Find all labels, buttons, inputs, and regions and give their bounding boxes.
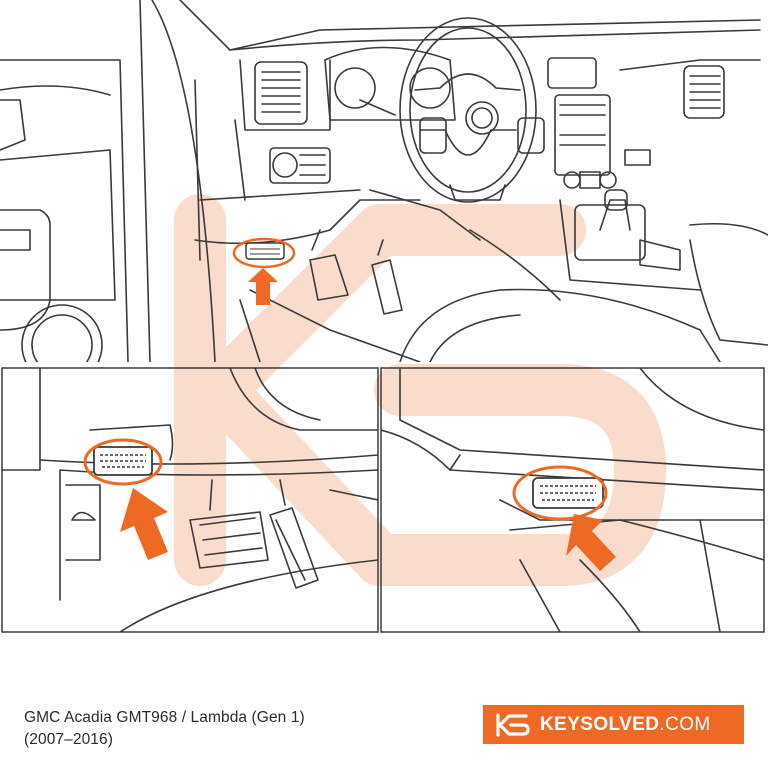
arrow-up-icon (566, 514, 616, 571)
vehicle-title: GMC Acadia GMT968 / Lambda (Gen 1) (24, 709, 305, 726)
obd2-port-icon (83, 438, 163, 486)
bottom-right-panel-frame (380, 367, 765, 633)
vehicle-caption: GMC Acadia GMT968 / Lambda (Gen 1) (2007… (24, 707, 444, 751)
brand-badge: KEYSOLVED.COM (483, 705, 744, 744)
brand-name: KEYSOLVED.COM (540, 714, 711, 736)
arrow-up-icon (120, 488, 168, 560)
vehicle-years: (2007–2016) (24, 731, 114, 748)
watermark-logo (174, 194, 666, 586)
arrow-up-icon (248, 268, 278, 305)
bottom-right-panel-closeup (381, 368, 764, 632)
obd2-port-icon (232, 237, 296, 269)
top-panel-cabin-view (0, 0, 768, 362)
obd2-port-icon (512, 465, 608, 521)
brand-name-bold: KEYSOLVED (540, 713, 660, 735)
brand-name-domain: .COM (659, 713, 711, 735)
brand-logo-icon (496, 712, 530, 737)
